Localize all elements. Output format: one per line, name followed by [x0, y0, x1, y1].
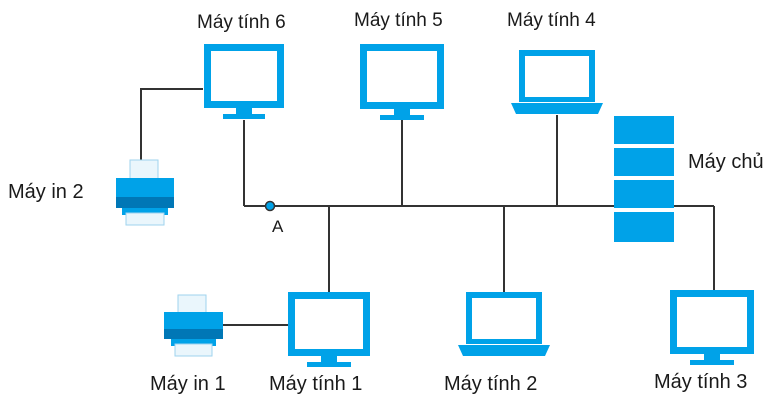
computer-5-monitor-icon	[360, 44, 444, 120]
server-icon	[614, 116, 674, 242]
cable-printer2	[140, 88, 203, 162]
computer-1-label: Máy tính 1	[269, 373, 363, 395]
computer-6-label: Máy tính 6	[197, 12, 286, 33]
computer-2-label: Máy tính 2	[444, 373, 538, 395]
computer-4-laptop-icon	[511, 50, 603, 114]
printer-1-icon	[164, 294, 223, 357]
computer-4-label: Máy tính 4	[507, 10, 596, 31]
point-a-marker	[264, 200, 276, 212]
computer-2-laptop-icon	[458, 292, 550, 356]
server-label: Máy chủ	[688, 151, 764, 173]
printer-1-label: Máy in 1	[150, 373, 226, 395]
printer-2-label: Máy in 2	[8, 181, 84, 203]
computer-3-label: Máy tính 3	[654, 371, 748, 393]
point-a-label: A	[272, 217, 284, 236]
computer-3-monitor-icon	[670, 290, 754, 365]
computer-6-monitor-icon	[204, 44, 284, 119]
printer-2-icon	[116, 159, 174, 226]
computer-5-label: Máy tính 5	[354, 10, 443, 31]
computer-1-monitor-icon	[288, 292, 370, 367]
